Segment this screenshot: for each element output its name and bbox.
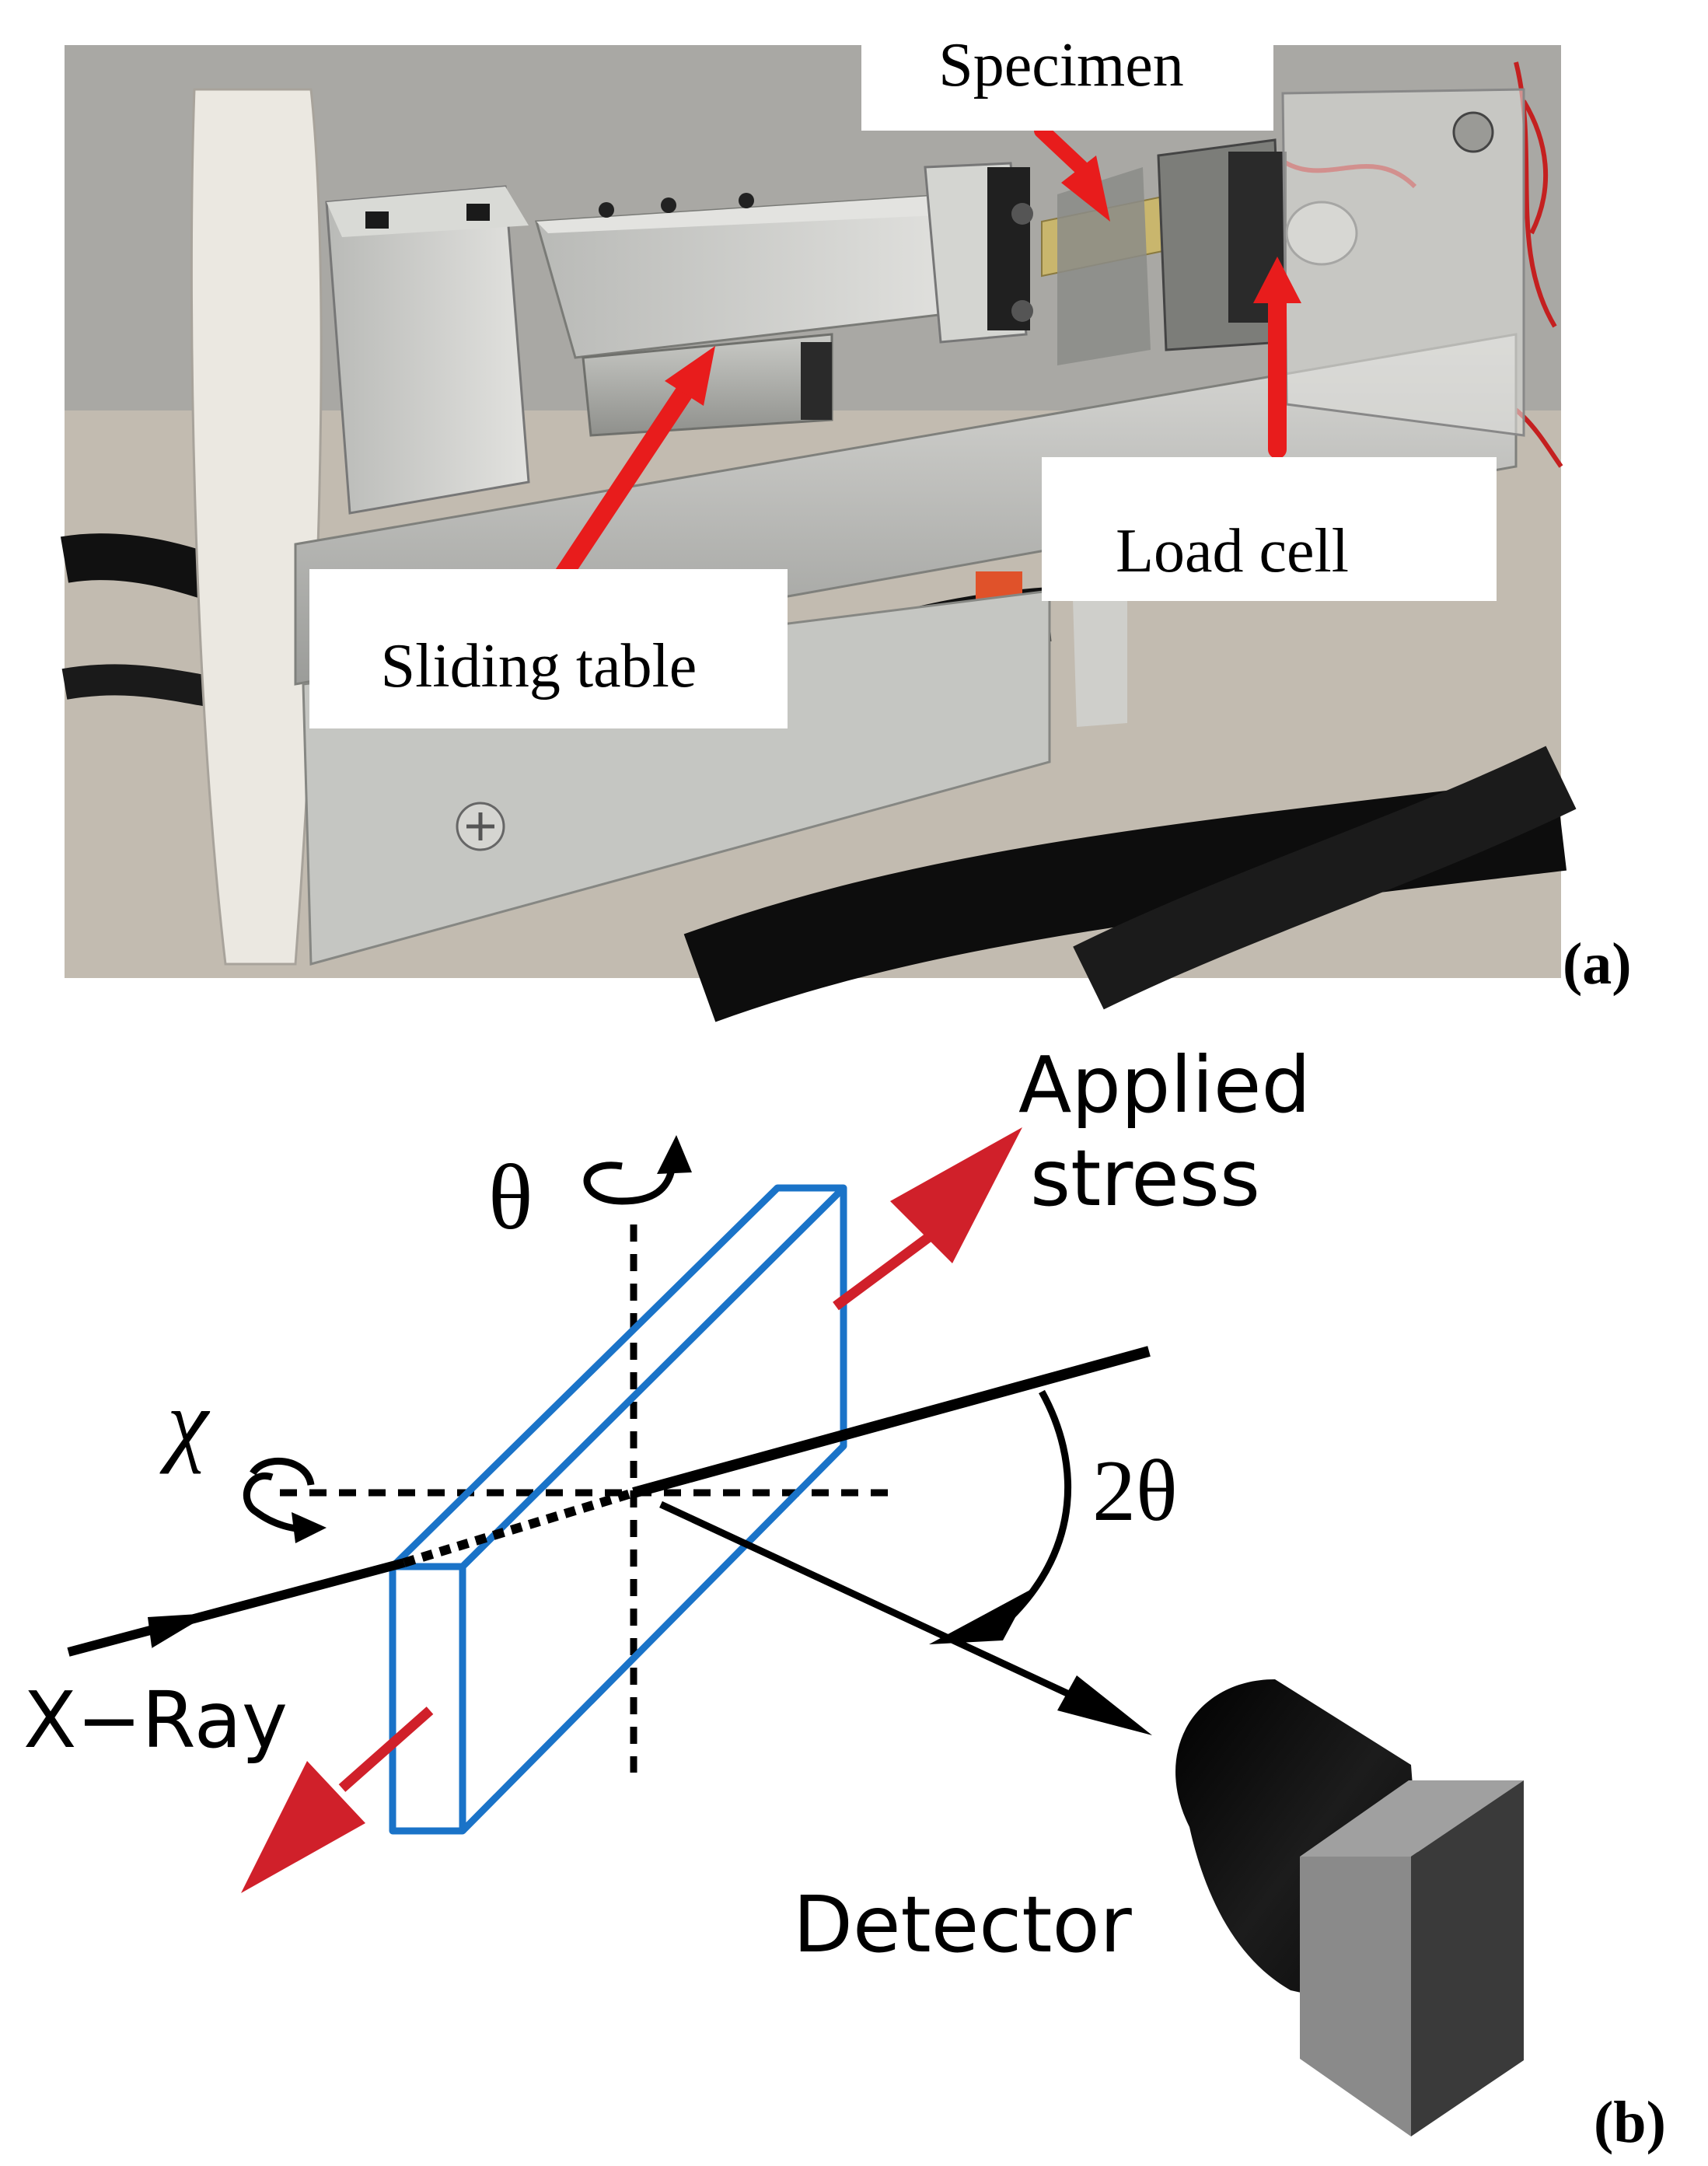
detector-box-front [1300, 1857, 1411, 2136]
detector-box-top [1300, 1780, 1524, 1857]
callout-load-cell-text: Load cell [1116, 517, 1349, 585]
stress-arrow-top-shaft [833, 1224, 944, 1311]
bolt-4 [661, 197, 676, 213]
bolt-2 [466, 204, 490, 221]
diffracted-beam [659, 1500, 1105, 1714]
rail-end [801, 342, 832, 420]
detector-box-side [1411, 1780, 1524, 2136]
chi-label: χ [159, 1371, 211, 1474]
chi-rotation-arc-2 [250, 1458, 315, 1487]
panel-b-label: (b) [1594, 2090, 1666, 2155]
two-theta-arc [1008, 1389, 1072, 1620]
two-theta-arc-arrowhead [929, 1590, 1030, 1644]
stress-arrow-bottom-head [241, 1761, 365, 1893]
arrow-specimen-head [1061, 155, 1110, 222]
specimen-front-face [389, 1563, 466, 1835]
right-leg [1073, 591, 1127, 727]
bracket-screw [1452, 111, 1494, 153]
arrow-load-cell-head [1253, 257, 1301, 303]
sliding-table-top [536, 194, 972, 233]
chi-rotation-arc [243, 1472, 313, 1532]
detector-icon [1175, 1679, 1524, 2136]
applied-stress-label-2: stress [1030, 1133, 1260, 1224]
clamp-bolt-1 [1011, 203, 1033, 225]
panel-a-callouts: Specimen Sliding table Load cell [309, 14, 1497, 728]
bolt-1 [365, 211, 389, 229]
cable-bottom-2 [1073, 746, 1577, 1010]
arrow-sliding-table-shaft [547, 383, 693, 594]
bolt-5 [739, 193, 754, 208]
callout-sliding-table-text: Sliding table [381, 632, 697, 700]
callout-sliding-table-box [309, 569, 788, 728]
theta-rotation-arrowhead [657, 1135, 692, 1174]
panel-a-callout-arrows [547, 123, 1301, 594]
xray-beam-arrowhead-solid [148, 1613, 211, 1647]
xray-beam-inside-dotted [403, 1488, 635, 1567]
diffracted-beam-arrowhead [1057, 1675, 1152, 1735]
panel-a-label: (a) [1563, 931, 1632, 997]
callout-specimen-box [861, 14, 1273, 131]
chi-rotation-arrowhead [292, 1512, 327, 1543]
stress-arrow-bottom-shaft [338, 1707, 434, 1792]
callout-load-cell-box [1042, 457, 1497, 601]
theta-rotation-arc [583, 1162, 676, 1205]
arrow-specimen-shaft [1034, 123, 1088, 175]
applied-stress-label-1: Applied [1018, 1039, 1311, 1130]
two-theta-label: 2θ [1092, 1443, 1178, 1539]
specimen-side-face [459, 1188, 847, 1834]
clamp-bolt-2 [1011, 300, 1033, 322]
arrow-sliding-table-head [665, 346, 715, 406]
xray-beam-incident [67, 1558, 406, 1657]
transmitted-beam [632, 1346, 1151, 1498]
bolt-3 [599, 202, 614, 218]
panel-b-diagram: θ χ 2θ Applied stress X−Ray Detector [23, 1039, 1524, 2136]
specimen-plate [1057, 167, 1151, 365]
screw-slot [466, 812, 494, 840]
theta-label: θ [488, 1145, 533, 1249]
detector-label: Detector [793, 1879, 1133, 1970]
stress-arrow-top-head [890, 1127, 1022, 1263]
callout-specimen-text: Specimen [938, 31, 1183, 100]
specimen-box [389, 1184, 847, 1835]
white-support-plate [190, 88, 323, 966]
xray-label: X−Ray [23, 1675, 288, 1766]
